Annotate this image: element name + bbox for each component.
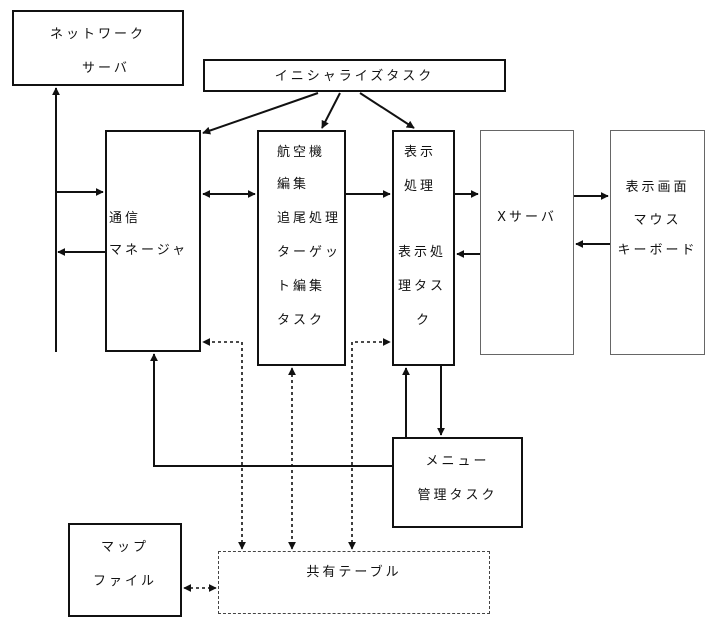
arrow-menu-to-comm	[150, 353, 392, 467]
shared-table-label: 共有テーブル	[306, 565, 402, 580]
dotted-comm-to-table	[202, 338, 246, 550]
screen-devices-line-1: 表示画面	[625, 180, 690, 195]
arrow-init-to-aircraft	[321, 92, 341, 129]
map-file-line-2: ファイル	[92, 574, 157, 589]
screen-devices-line-3: キーボード	[617, 243, 698, 258]
display-task-box: 表示 処理 表示処 理タス ク	[392, 130, 455, 366]
shared-table-box: 共有テーブル	[218, 551, 490, 614]
map-file-box: マップ ファイル	[68, 523, 182, 617]
comm-manager-line-2: マネージャ	[109, 243, 189, 258]
aircraft-task-line-2: 編集	[277, 177, 310, 192]
map-file-line-1: マップ	[100, 540, 149, 555]
menu-task-line-1: メニュー	[425, 454, 490, 469]
dotted-display-to-table	[348, 338, 391, 550]
aircraft-task-line-4: ターゲッ	[277, 245, 342, 260]
network-server-line-2: サーバ	[82, 61, 130, 76]
menu-task-line-2: 管理タスク	[417, 488, 498, 503]
display-task-line-1: 表示	[404, 145, 437, 160]
aircraft-task-line-1: 航空機	[277, 145, 326, 160]
arrow-init-to-comm	[202, 92, 319, 135]
network-server-box: ネットワーク サーバ	[12, 10, 184, 86]
aircraft-task-box: 航空機 編集 追尾処理 ターゲッ ト編集 タスク	[257, 130, 346, 366]
screen-devices-line-2: マウス	[633, 213, 682, 228]
aircraft-task-line-5: ト編集	[277, 279, 326, 294]
menu-task-box: メニュー 管理タスク	[392, 437, 523, 528]
display-task-line-5: ク	[416, 313, 433, 328]
display-task-line-2: 処理	[404, 179, 437, 194]
network-server-line-1: ネットワーク	[50, 27, 147, 42]
init-task-label: イニシャライズタスク	[274, 69, 435, 84]
screen-devices-box: 表示画面 マウス キーボード	[610, 130, 705, 355]
comm-manager-box: 通信 マネージャ	[105, 130, 201, 352]
comm-manager-line-1: 通信	[109, 211, 142, 226]
init-task-box: イニシャライズタスク	[203, 59, 506, 92]
x-server-box: Xサーバ	[480, 130, 574, 355]
x-server-label: Xサーバ	[497, 210, 557, 225]
arrow-init-to-display	[359, 92, 415, 129]
aircraft-task-line-3: 追尾処理	[277, 211, 342, 226]
aircraft-task-line-6: タスク	[277, 313, 326, 328]
display-task-line-3: 表示処	[398, 245, 447, 260]
display-task-line-4: 理タス	[398, 279, 447, 294]
